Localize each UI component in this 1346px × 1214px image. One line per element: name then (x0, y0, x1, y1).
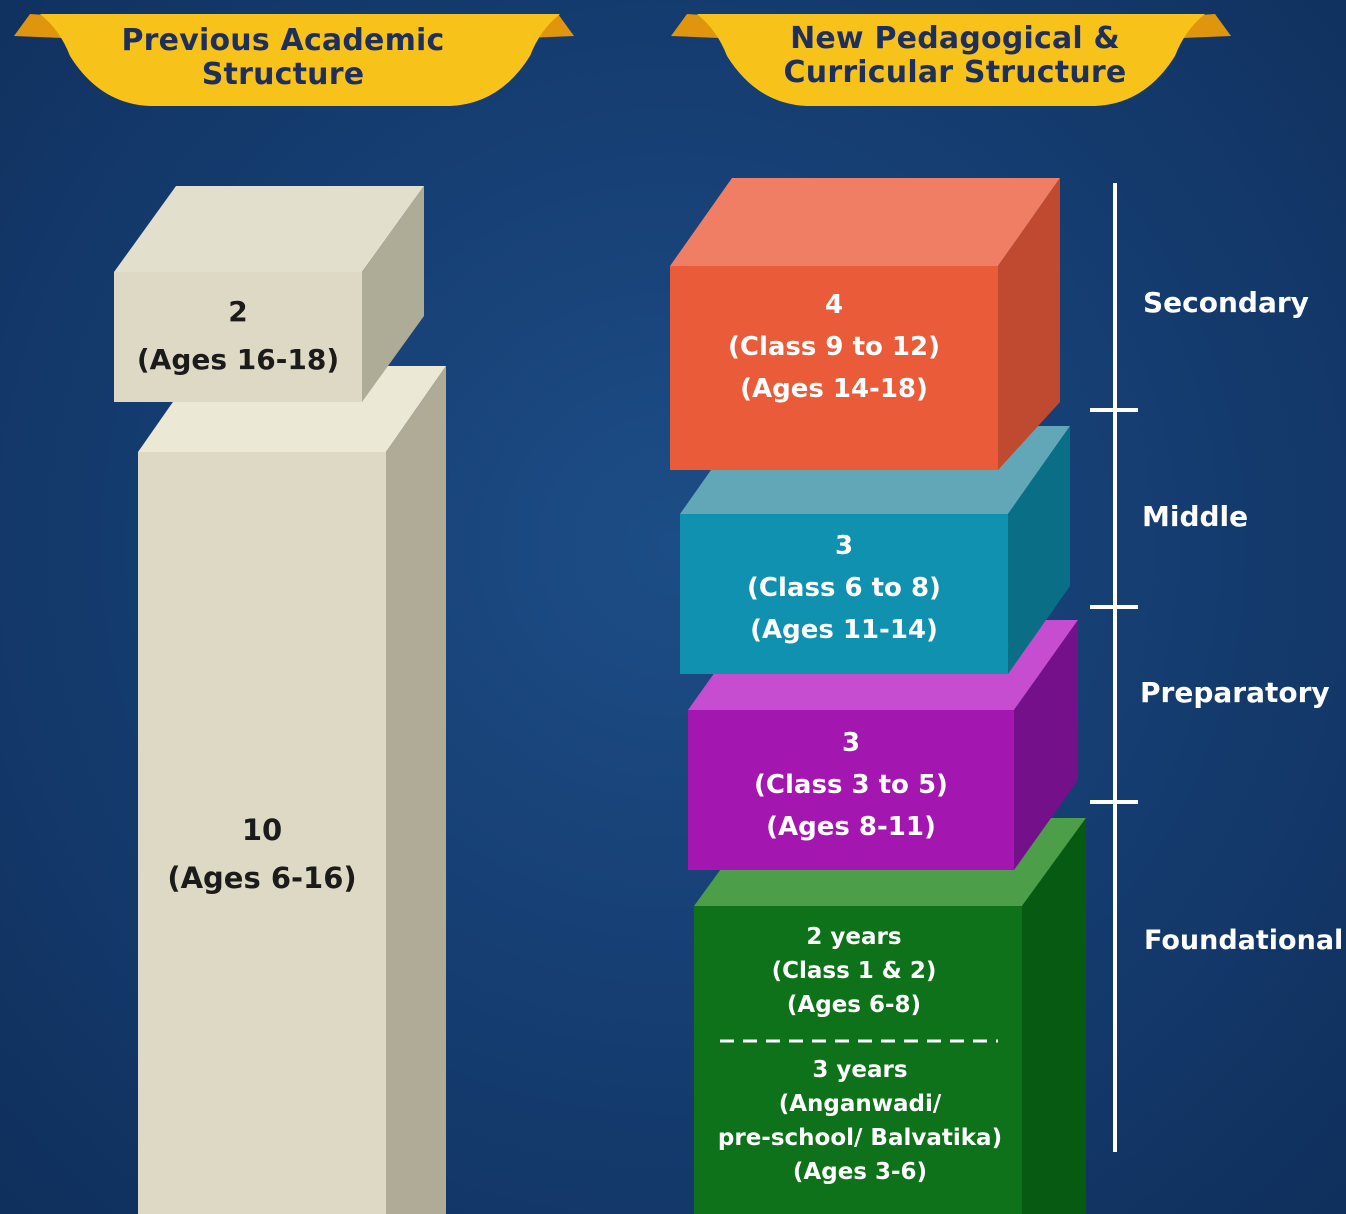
new-banner-line1: New Pedagogical & (790, 21, 1120, 56)
previous-banner (14, 14, 574, 106)
previous-banner-title: Previous Academic Structure (78, 24, 488, 92)
previous-block-bottom (138, 366, 446, 1214)
previous-block-top (114, 186, 424, 402)
new-banner-line2: Curricular Structure (783, 55, 1127, 90)
middle-ages: (Ages 11-14) (750, 615, 938, 645)
stage-bracket (1090, 183, 1138, 1152)
secondary-label: 4 (Class 9 to 12) (Ages 14-18) (670, 284, 998, 410)
preparatory-value: 3 (841, 728, 861, 758)
previous-top-label: 2 (Ages 16-18) (114, 288, 362, 384)
foundational-lower-label: 3 years (Anganwadi/ pre-school/ Balvatik… (694, 1053, 1026, 1189)
previous-banner-line1: Previous Academic (121, 23, 445, 58)
previous-top-value: 2 (228, 295, 248, 328)
foundational-lower-line2: (Anganwadi/ (778, 1091, 942, 1117)
secondary-block (670, 178, 1060, 470)
secondary-ages: (Ages 14-18) (740, 374, 928, 404)
new-banner-title: New Pedagogical & Curricular Structure (730, 22, 1180, 90)
middle-label: 3 (Class 6 to 8) (Ages 11-14) (680, 525, 1008, 651)
stage-label-preparatory: Preparatory (1140, 676, 1330, 709)
previous-bottom-ages: (Ages 6-16) (167, 861, 357, 895)
foundational-lower-line3: pre-school/ Balvatika) (717, 1125, 1003, 1151)
preparatory-ages: (Ages 8-11) (766, 812, 936, 842)
middle-classes: (Class 6 to 8) (747, 573, 941, 603)
previous-bottom-label: 10 (Ages 6-16) (138, 806, 386, 902)
previous-bottom-value: 10 (241, 813, 283, 847)
secondary-value: 4 (824, 290, 844, 320)
stage-label-secondary: Secondary (1143, 286, 1309, 319)
foundational-upper-value: 2 years (806, 924, 902, 950)
previous-top-ages: (Ages 16-18) (136, 343, 340, 376)
foundational-lower-ages: (Ages 3-6) (792, 1159, 928, 1185)
preparatory-label: 3 (Class 3 to 5) (Ages 8-11) (688, 722, 1014, 848)
foundational-upper-label: 2 years (Class 1 & 2) (Ages 6-8) (694, 920, 1014, 1022)
foundational-lower-value: 3 years (812, 1057, 908, 1083)
previous-banner-line2: Structure (201, 57, 365, 92)
middle-value: 3 (834, 531, 854, 561)
preparatory-classes: (Class 3 to 5) (754, 770, 948, 800)
foundational-upper-classes: (Class 1 & 2) (771, 958, 937, 984)
new-banner (671, 14, 1231, 106)
secondary-classes: (Class 9 to 12) (728, 332, 940, 362)
foundational-upper-ages: (Ages 6-8) (786, 992, 922, 1018)
stage-label-foundational: Foundational (1144, 925, 1344, 956)
stage-label-middle: Middle (1142, 500, 1249, 533)
